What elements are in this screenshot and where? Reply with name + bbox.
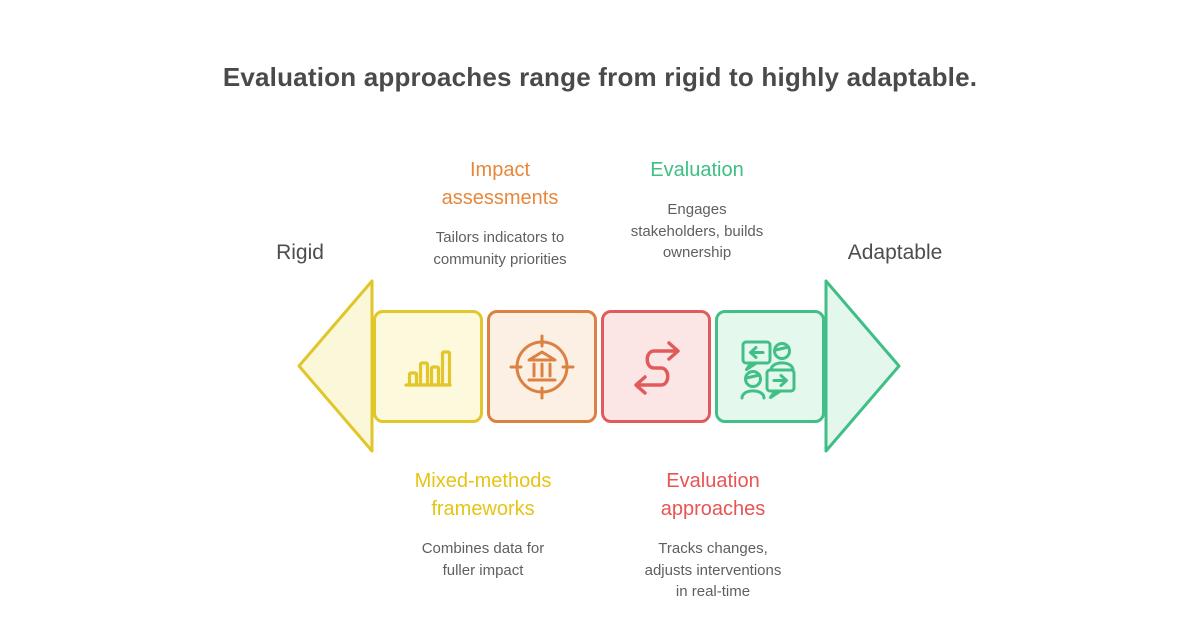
segment-impact-assessments [487, 310, 597, 423]
segment-evaluation [715, 310, 825, 423]
bank-target-icon [509, 334, 575, 399]
annotation-description: Combines data for fuller impact [421, 540, 545, 579]
annotation-description: Engages stakeholders, builds ownership [630, 201, 764, 261]
bar-chart-icon [404, 349, 452, 387]
conversation-icon [740, 340, 796, 399]
left-arrowhead [297, 279, 374, 453]
annotation-mixed-methods-frameworks: Mixed-methods frameworks Combines data f… [358, 467, 608, 581]
annotation-impact-assessments: Impact assessments Tailors indicators to… [375, 156, 625, 270]
axis-label-adaptable: Adaptable [847, 241, 943, 264]
annotation-description: Tracks changes, adjusts interventions in… [644, 540, 782, 600]
annotation-heading: Evaluation [650, 159, 744, 181]
segment-evaluation-approaches [601, 310, 711, 423]
annotation-heading: Mixed-methods frameworks [414, 470, 552, 520]
winding-arrow-icon [634, 340, 680, 395]
right-arrowhead [824, 279, 901, 453]
axis-label-rigid: Rigid [276, 241, 324, 264]
page-title: Evaluation approaches range from rigid t… [222, 62, 978, 92]
annotation-evaluation: Evaluation Engages stakeholders, builds … [577, 156, 817, 264]
annotation-heading: Impact assessments [441, 159, 559, 209]
annotation-heading: Evaluation approaches [660, 470, 766, 520]
annotation-description: Tailors indicators to community prioriti… [433, 229, 567, 268]
annotation-evaluation-approaches: Evaluation approaches Tracks changes, ad… [588, 467, 838, 603]
segment-mixed-methods-frameworks [373, 310, 483, 423]
